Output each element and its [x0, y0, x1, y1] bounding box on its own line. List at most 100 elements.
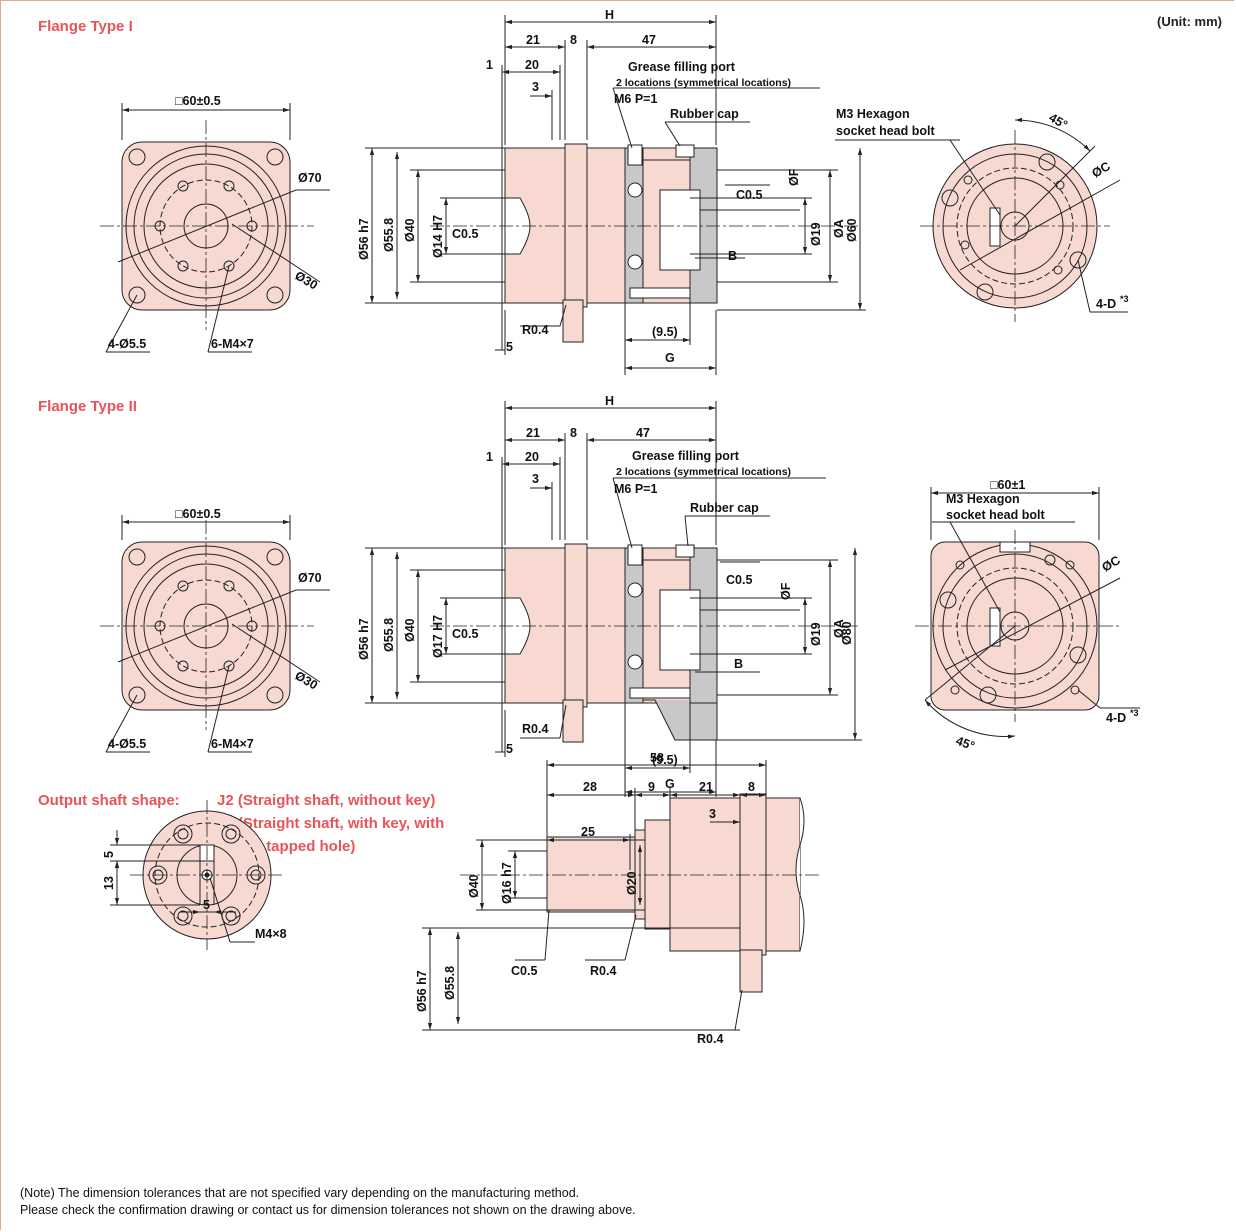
- side2-d80-dim: Ø80: [840, 621, 854, 645]
- shaftside-c05-dim: C0.5: [511, 964, 537, 978]
- shaftside-9-dim: 9: [648, 780, 655, 794]
- shaftfront-5-dim: 5: [203, 898, 210, 912]
- side2-5-dim: 5: [506, 742, 513, 756]
- side1-c05-inner: C0.5: [452, 227, 478, 241]
- front1-holes-dim: 4-Ø5.5: [108, 337, 146, 351]
- note-line-2: Please check the confirmation drawing or…: [20, 1203, 636, 1217]
- shaftside-28-dim: 28: [583, 780, 597, 794]
- side1-d14-dim: Ø14 H7: [431, 215, 445, 258]
- side1-rubber-cap-label: Rubber cap: [670, 107, 739, 121]
- side2-47-dim: 47: [636, 426, 650, 440]
- side1-B-dim: B: [728, 249, 737, 263]
- side2-dA-dim: ØA: [832, 619, 846, 638]
- rear1-bolt-label-2: socket head bolt: [836, 124, 935, 138]
- shaft-j2-label: J2 (Straight shaft, without key): [217, 792, 436, 809]
- shaftside-r04-dim-a: R0.4: [590, 964, 616, 978]
- shaft-side-view: [422, 760, 820, 1031]
- side2-d56-dim: Ø56 h7: [357, 618, 371, 660]
- side1-grease-label: Grease filling port: [628, 60, 736, 74]
- shaftside-d16-dim: Ø16 h7: [500, 862, 514, 904]
- side1-d40-dim: Ø40: [403, 218, 417, 242]
- shaftside-8-dim: 8: [748, 780, 755, 794]
- front2-d70-dim: Ø70: [298, 571, 322, 585]
- front2-holes-dim: 4-Ø5.5: [108, 737, 146, 751]
- side1-d558-dim: Ø55.8: [382, 218, 396, 252]
- side1-c05-outer: C0.5: [736, 188, 762, 202]
- side1-dA-dim: ØA: [832, 219, 846, 238]
- front2-square-dim: □60±0.5: [175, 507, 221, 521]
- side1-d56-dim: Ø56 h7: [357, 218, 371, 260]
- side2-c05-inner: C0.5: [452, 627, 478, 641]
- shaftside-d56-dim: Ø56 h7: [415, 970, 429, 1012]
- rear2-dC-dim: ØC: [1100, 553, 1123, 574]
- unit-label: (Unit: mm): [1157, 14, 1222, 29]
- side2-1-dim: 1: [486, 450, 493, 464]
- front2-d30-dim: Ø30: [293, 668, 321, 692]
- rear2-angle-dim: 45°: [954, 734, 977, 754]
- rear2-bolt-label-2: socket head bolt: [946, 508, 1045, 522]
- note-line-1: (Note) The dimension tolerances that are…: [20, 1186, 580, 1200]
- side2-G-dim: G: [665, 777, 675, 791]
- side1-95-dim: (9.5): [652, 325, 678, 339]
- front1-d30-dim: Ø30: [293, 268, 321, 292]
- front-view-1: [100, 103, 330, 353]
- side2-d40-dim: Ø40: [403, 618, 417, 642]
- side2-dF-dim: ØF: [779, 582, 793, 600]
- section-title-flange-2: Flange Type II: [38, 398, 137, 415]
- side1-8-dim: 8: [570, 33, 577, 47]
- front-view-2: [100, 515, 330, 753]
- shaftside-d20-dim: Ø20: [625, 871, 639, 895]
- shaftside-25-dim: 25: [581, 825, 595, 839]
- side2-d19-dim: Ø19: [809, 622, 823, 646]
- rear1-footnote: *3: [1120, 294, 1129, 304]
- side2-8-dim: 8: [570, 426, 577, 440]
- section-title-flange-1: Flange Type I: [38, 18, 133, 35]
- rear-view-1: [835, 117, 1128, 322]
- side2-20-dim: 20: [525, 450, 539, 464]
- side1-r04-dim: R0.4: [522, 323, 548, 337]
- rear2-4D-dim: 4-D: [1106, 711, 1126, 725]
- shaftfront-v13-dim: 13: [102, 876, 116, 890]
- side2-B-dim: B: [734, 657, 743, 671]
- side1-dF-dim: ØF: [787, 168, 801, 186]
- section-title-shaft: Output shaft shape:: [38, 792, 180, 809]
- side1-47-dim: 47: [642, 33, 656, 47]
- shaftfront-m4-dim: M4×8: [255, 927, 287, 941]
- side2-c05-outer: C0.5: [726, 573, 752, 587]
- side2-H-dim: H: [605, 394, 614, 408]
- rear2-square-dim: □60±1: [990, 478, 1025, 492]
- front1-tap-dim: 6-M4×7: [211, 337, 254, 351]
- side2-grease-thread: M6 P=1: [614, 482, 657, 496]
- rear1-dC-dim: ØC: [1090, 159, 1113, 180]
- front1-d70-dim: Ø70: [298, 171, 322, 185]
- side2-d17-dim: Ø17 H7: [431, 615, 445, 658]
- shaftside-3-dim: 3: [709, 807, 716, 821]
- side2-grease-locations: 2 locations (symmetrical locations): [616, 466, 791, 478]
- side1-21-dim: 21: [526, 33, 540, 47]
- side2-3-dim: 3: [532, 472, 539, 486]
- side1-20-dim: 20: [525, 58, 539, 72]
- side2-grease-label: Grease filling port: [632, 449, 740, 463]
- side1-3-dim: 3: [532, 80, 539, 94]
- side1-5-dim: 5: [506, 340, 513, 354]
- shaftside-r04-dim-b: R0.4: [697, 1032, 723, 1046]
- side2-d558-dim: Ø55.8: [382, 618, 396, 652]
- side1-G-dim: G: [665, 351, 675, 365]
- rear1-angle-dim: 45°: [1047, 110, 1070, 132]
- side1-grease-locations: 2 locations (symmetrical locations): [616, 77, 791, 89]
- front2-tap-dim: 6-M4×7: [211, 737, 254, 751]
- shaftside-58-dim: 58: [650, 751, 664, 765]
- side1-grease-thread: M6 P=1: [614, 92, 657, 106]
- side-view-2: [365, 401, 862, 797]
- rear-view-2: [915, 487, 1140, 739]
- side2-21-dim: 21: [526, 426, 540, 440]
- side2-r04-dim: R0.4: [522, 722, 548, 736]
- front1-square-dim: □60±0.5: [175, 94, 221, 108]
- side2-rubber-cap-label: Rubber cap: [690, 501, 759, 515]
- side1-1-dim: 1: [486, 58, 493, 72]
- side1-d60-dim: Ø60: [845, 218, 859, 242]
- shaftfront-v5-dim: 5: [102, 851, 116, 858]
- rear2-footnote: *3: [1130, 708, 1139, 718]
